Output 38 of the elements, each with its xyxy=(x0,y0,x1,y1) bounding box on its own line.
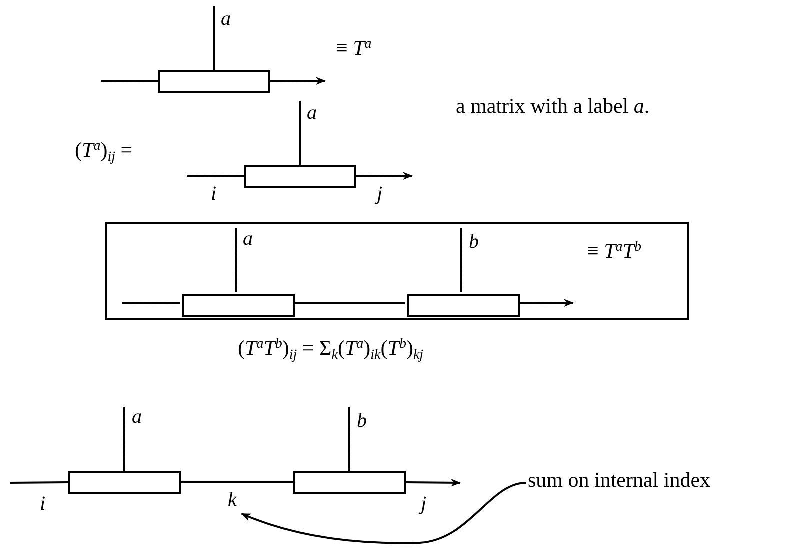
matrix-box xyxy=(158,70,270,93)
index-line xyxy=(299,101,301,165)
index-line xyxy=(181,482,293,484)
arrow xyxy=(406,478,461,487)
index-label: j xyxy=(421,494,427,514)
index-label: k xyxy=(228,489,237,511)
index-label: a xyxy=(132,407,142,427)
matrix-box xyxy=(182,294,295,317)
matrix-box xyxy=(68,471,181,494)
matrix-box xyxy=(293,471,406,494)
index-line xyxy=(213,6,215,70)
index-label: b xyxy=(357,411,367,431)
index-label: a xyxy=(307,103,317,123)
equation-text: ≡ T$^{a}$T$^{b}$ xyxy=(587,241,642,262)
matrix-box xyxy=(244,165,356,188)
index-line xyxy=(460,228,462,292)
equation-text: ≡ T$^{a}$ xyxy=(336,38,372,59)
index-label: i xyxy=(211,184,217,204)
index-line xyxy=(235,228,238,292)
index-line xyxy=(293,302,405,304)
arrow xyxy=(270,77,326,86)
index-line xyxy=(123,407,126,471)
index-line xyxy=(100,80,158,82)
matrix-box xyxy=(407,294,520,317)
framed-panel xyxy=(105,222,689,320)
index-label: i xyxy=(40,494,46,514)
note-text: sum on internal index xyxy=(528,468,711,492)
curved-arrow xyxy=(241,482,526,544)
index-label: a xyxy=(243,229,253,249)
index-line xyxy=(10,482,68,484)
index-label: a xyxy=(221,9,231,29)
index-label: j xyxy=(377,184,383,204)
index-line xyxy=(348,407,350,471)
arrow xyxy=(356,172,413,180)
index-label: b xyxy=(469,232,479,252)
index-line xyxy=(122,302,180,304)
index-line xyxy=(186,175,244,178)
note-text: a matrix with a label a. xyxy=(456,96,650,117)
